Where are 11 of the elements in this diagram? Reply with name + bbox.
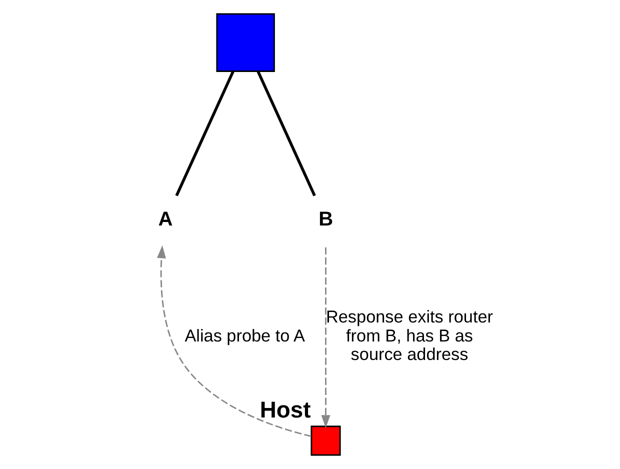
connector	[175, 71, 234, 196]
edge-label: Alias probe to A	[184, 325, 305, 346]
node-text: B	[318, 208, 334, 230]
edge-label: Response exits router from B, has B as source address	[326, 306, 494, 364]
node-box	[310, 426, 341, 456]
arrow	[156, 245, 312, 437]
node-label: Host	[260, 396, 311, 422]
node-text: A	[158, 208, 173, 230]
arrow	[321, 247, 330, 428]
connector	[256, 71, 316, 196]
node-box	[216, 13, 275, 72]
